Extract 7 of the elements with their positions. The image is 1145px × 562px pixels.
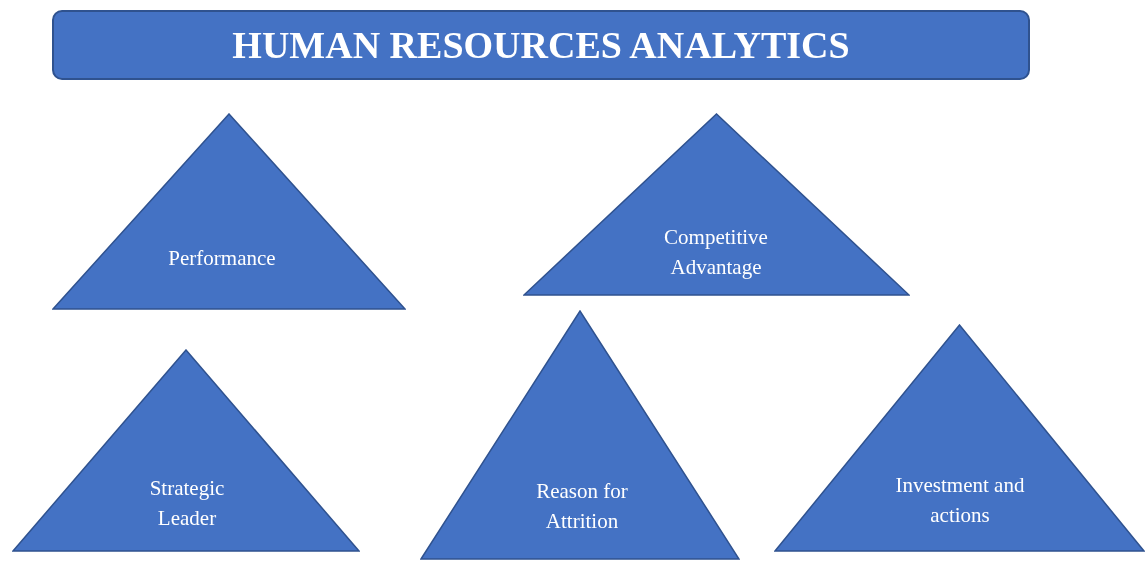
triangle-label: Strategic Leader	[148, 475, 226, 532]
title-banner	[52, 10, 1030, 80]
triangle-label: Performance	[167, 245, 277, 272]
triangle-label: Reason for Attrition	[535, 478, 629, 535]
triangle-label: Investment and actions	[895, 472, 1025, 529]
triangle-label: Competitive Advantage	[663, 224, 769, 281]
title-text: HUMAN RESOURCES ANALYTICS	[232, 23, 850, 67]
